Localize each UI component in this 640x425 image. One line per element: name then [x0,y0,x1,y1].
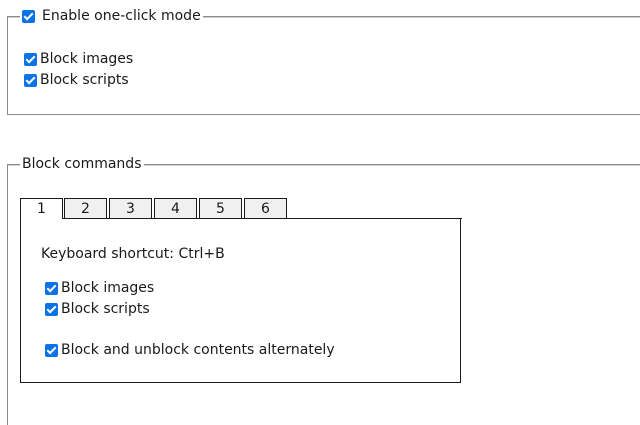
enable-one-click-label: Enable one-click mode [42,8,201,24]
tab-panel [20,218,461,383]
block-commands-fieldset: Block commands [7,155,640,425]
cmd-alternate-checkbox[interactable] [45,343,58,357]
cmd-block-images-checkbox[interactable] [45,281,58,295]
cmd-block-images-option[interactable]: Block images [45,279,154,297]
one-click-mode-legend: Enable one-click mode [20,7,203,25]
cmd-block-scripts-checkbox[interactable] [45,302,58,316]
tab-5[interactable]: 5 [199,198,242,218]
cmd-block-scripts-label: Block scripts [61,301,150,317]
one-click-block-scripts-option[interactable]: Block scripts [24,71,129,89]
tab-panel-top-border [62,218,462,219]
one-click-block-scripts-checkbox[interactable] [24,73,37,87]
one-click-block-images-option[interactable]: Block images [24,50,133,68]
tab-4[interactable]: 4 [154,198,197,218]
cmd-block-scripts-option[interactable]: Block scripts [45,300,150,318]
block-commands-label: Block commands [22,156,142,172]
one-click-mode-fieldset: Enable one-click mode [7,7,640,115]
tab-3[interactable]: 3 [109,198,152,218]
enable-one-click-checkbox[interactable] [22,9,35,23]
keyboard-shortcut-text: Keyboard shortcut: Ctrl+B [41,245,225,263]
one-click-block-images-label: Block images [40,51,134,67]
cmd-alternate-option[interactable]: Block and unblock contents alternately [45,341,335,359]
tab-2[interactable]: 2 [64,198,107,218]
one-click-block-images-checkbox[interactable] [24,52,37,66]
cmd-alternate-label: Block and unblock contents alternately [61,342,335,358]
block-commands-legend: Block commands [20,155,144,173]
tab-6[interactable]: 6 [244,198,287,218]
command-tabs: 1 2 3 4 5 6 [20,198,289,219]
keyboard-shortcut-label: Keyboard shortcut: Ctrl+B [41,246,225,262]
tab-1[interactable]: 1 [20,198,63,219]
one-click-block-scripts-label: Block scripts [40,72,129,88]
cmd-block-images-label: Block images [61,280,155,296]
